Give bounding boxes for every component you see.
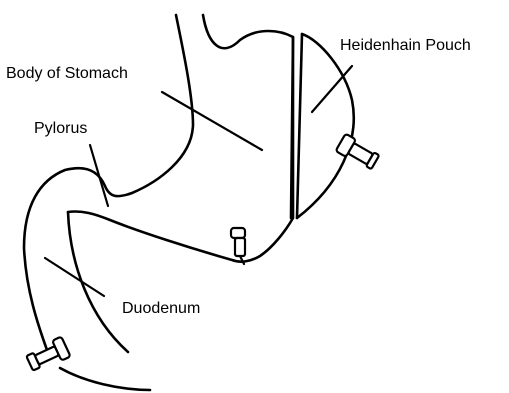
body-of-stomach-label: Body of Stomach: [6, 65, 128, 82]
heidenhain-pouch-outline: [297, 34, 354, 218]
pylorus-leader: [90, 145, 108, 206]
body-of-stomach-leader: [162, 92, 262, 150]
duodenum-cannula: [25, 337, 71, 374]
pylorus-label: Pylorus: [34, 120, 87, 137]
pouch-septum-line-right: [297, 34, 302, 218]
duodenum-lower-outline: [60, 368, 150, 390]
stomach-greater-curvature: [68, 15, 293, 262]
duodenum-inner-outline: [68, 212, 128, 352]
duodenum-label: Duodenum: [122, 300, 200, 317]
heidenhain-pouch-leader: [312, 66, 352, 112]
heidenhain-pouch-label: Heidenhain Pouch: [340, 37, 471, 54]
stomach-cannula: [231, 228, 245, 264]
